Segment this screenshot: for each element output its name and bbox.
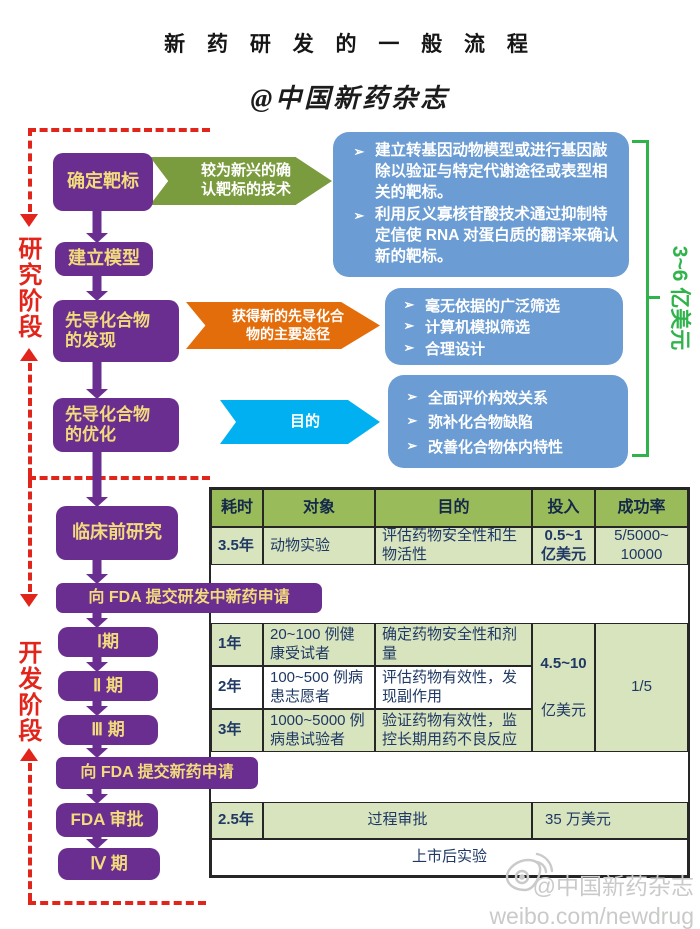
phase1-subject: 20~100 例健康受试者 <box>263 623 375 666</box>
preclinical-cost-unit: 亿美元 <box>540 546 586 563</box>
phase2-purpose: 评估药物有效性，发现副作用 <box>375 666 532 709</box>
flow-arrow <box>86 560 108 584</box>
preclinical-cost: 0.5~1 亿美元 <box>532 527 595 565</box>
cost-bracket-label: 3~6 亿美元 <box>668 245 691 351</box>
flow-box-phase3: Ⅲ 期 <box>58 715 158 745</box>
flow-arrow <box>86 452 108 507</box>
arrow-up-icon <box>20 348 38 361</box>
arrow-down-icon <box>20 214 38 227</box>
arrow-bullet-icon: ➢ <box>406 388 418 404</box>
development-phase-label: 开发阶段 <box>14 640 41 748</box>
flow-box-target: 确定靶标 <box>53 153 153 211</box>
phase2-subject: 100~500 例病患志愿者 <box>263 666 375 709</box>
preclinical-purpose: 评估药物安全性和生物活性 <box>375 527 532 565</box>
flow-arrow <box>86 789 108 804</box>
flow-box-ind-filing: 向 FDA 提交研发中新药申请 <box>56 583 322 613</box>
clinical-cost: 4.5~10 亿美元 <box>532 623 595 752</box>
flow-box-phase4: Ⅳ 期 <box>58 848 160 880</box>
flow-box-preclinical: 临床前研究 <box>56 506 178 560</box>
clinical-cost-unit: 亿美元 <box>540 701 586 719</box>
arrow-bullet-icon: ➢ <box>353 208 365 224</box>
page-subtitle: @中国新药杂志 <box>250 84 450 113</box>
list-item: ➢毫无依据的广泛筛选 <box>393 295 615 316</box>
flow-arrow <box>86 745 108 758</box>
approval-time: 2.5年 <box>211 802 263 839</box>
arrow-bullet-icon: ➢ <box>403 339 415 355</box>
arrow-bullet-icon: ➢ <box>403 296 415 312</box>
info-box-target-methods: ➢ 建立转基因动物模型或进行基因敲除以验证与特定代谢途径或表型相关的靶标。 ➢ … <box>333 132 629 277</box>
watermark-handle: @中国新药杂志 <box>532 873 694 899</box>
page-title: 新 药 研 发 的 一 般 流 程 <box>164 33 536 56</box>
table-header-success: 成功率 <box>595 489 688 527</box>
development-phase-line-b <box>28 763 32 901</box>
phase1-purpose: 确定药物安全性和剂量 <box>375 623 532 666</box>
flow-box-phase1: Ⅰ期 <box>58 627 158 657</box>
cost-bracket-tick-bottom <box>632 454 648 457</box>
info-box-opt-goals: ➢全面评价构效关系 ➢弥补化合物缺陷 ➢改善化合物体内特性 <box>388 375 628 468</box>
arrow-down-icon <box>20 594 38 607</box>
table-header-cost: 投入 <box>532 489 595 527</box>
arrow-up-icon <box>20 748 38 761</box>
flow-box-model: 建立模型 <box>55 242 153 276</box>
flow-arrow <box>86 657 108 672</box>
info-box-lead-methods: ➢毫无依据的广泛筛选 ➢计算机模拟筛选 ➢合理设计 <box>385 288 623 365</box>
preclinical-time: 3.5年 <box>211 527 263 565</box>
list-item: ➢计算机模拟筛选 <box>393 316 615 337</box>
arrow-bullet-icon: ➢ <box>406 437 418 453</box>
flow-arrow <box>86 276 108 301</box>
arrow-bullet-icon: ➢ <box>353 144 365 160</box>
list-item: ➢ 建立转基因动物模型或进行基因敲除以验证与特定代谢途径或表型相关的靶标。 <box>343 141 619 203</box>
research-phase-top-line <box>28 128 210 132</box>
watermark-url: weibo.com/newdrug <box>489 902 694 929</box>
flow-arrow <box>86 362 108 399</box>
phase3-purpose: 验证药物有效性，监控长期用药不良反应 <box>375 709 532 752</box>
flow-box-fda-review: FDA 审批 <box>56 803 158 837</box>
phase3-time: 3年 <box>211 709 263 752</box>
flow-arrow <box>86 211 108 243</box>
post-market-row: 上市后实验 <box>211 839 688 876</box>
flow-box-lead-optimization: 先导化合物 的优化 <box>53 398 179 452</box>
phase3-subject: 1000~5000 例病患试验者 <box>263 709 375 752</box>
cost-bracket-tick-top <box>632 140 648 143</box>
list-item: ➢合理设计 <box>393 338 615 359</box>
research-phase-label: 研究阶段 <box>14 236 41 344</box>
flow-arrow <box>86 701 108 716</box>
flow-arrow <box>86 613 108 628</box>
approval-purpose: 过程审批 <box>263 802 532 839</box>
table-header-subject: 对象 <box>263 489 375 527</box>
flow-box-nda-filing: 向 FDA 提交新药申请 <box>56 757 258 789</box>
preclinical-success: 5/5000~ 10000 <box>595 527 688 565</box>
chevron-target-note: 较为新兴的确 认靶标的技术 <box>150 157 332 205</box>
phase2-time: 2年 <box>211 666 263 709</box>
preclinical-cost-value: 0.5~1 <box>544 527 583 545</box>
flow-box-lead-discovery: 先导化合物 的发现 <box>53 300 179 362</box>
list-item: ➢改善化合物体内特性 <box>396 436 620 457</box>
chevron-opt-note: 目的 <box>220 400 380 444</box>
list-item: ➢弥补化合物缺陷 <box>396 411 620 432</box>
weibo-logo-icon <box>505 852 554 892</box>
phase1-time: 1年 <box>211 623 263 666</box>
list-item: ➢ 利用反义寡核苷酸技术通过抑制特定信使 RNA 对蛋白质的翻译来确认新的靶标。 <box>343 205 619 267</box>
list-item: ➢全面评价构效关系 <box>396 387 620 408</box>
watermark: @中国新药杂志 weibo.com/newdrug <box>420 872 694 929</box>
cost-table: 耗时 对象 目的 投入 成功率 3.5年 动物实验 评估药物安全性和生物活性 0… <box>209 487 690 878</box>
table-header-purpose: 目的 <box>375 489 532 527</box>
approval-cost: 35 万美元 <box>532 802 688 839</box>
cost-bracket-tick-middle <box>647 296 660 299</box>
research-phase-line-b <box>28 363 32 476</box>
flow-box-phase2: Ⅱ 期 <box>58 671 158 701</box>
clinical-success: 1/5 <box>595 623 688 752</box>
preclinical-subject: 动物实验 <box>263 527 375 565</box>
arrow-bullet-icon: ➢ <box>406 413 418 428</box>
development-phase-bottom-line <box>28 901 206 905</box>
phase-divider-line <box>28 476 210 480</box>
chevron-lead-note: 获得新的先导化合 物的主要途径 <box>186 302 380 349</box>
research-phase-line-a <box>28 128 32 212</box>
table-header-time: 耗时 <box>211 489 263 527</box>
flow-arrow <box>86 837 108 849</box>
clinical-cost-value: 4.5~10 <box>540 654 587 672</box>
arrow-bullet-icon: ➢ <box>403 318 415 333</box>
development-phase-line-a <box>28 480 32 592</box>
